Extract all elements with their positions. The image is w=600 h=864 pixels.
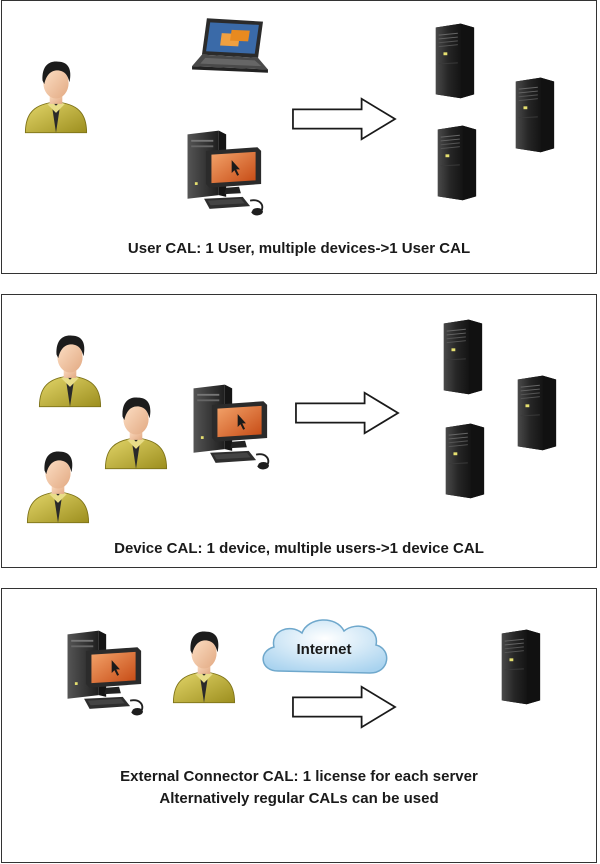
external-connector-cal-panel: Internet External Connector CAL: 1 licen… bbox=[1, 588, 597, 863]
cloud-icon: Internet bbox=[262, 619, 388, 674]
desktop-computer-icon bbox=[62, 623, 154, 723]
user-icon bbox=[100, 389, 172, 471]
external-connector-caption-line-2: Alternatively regular CALs can be used bbox=[159, 790, 439, 807]
server-icon bbox=[512, 73, 556, 155]
user-icon bbox=[168, 623, 240, 705]
desktop-computer-icon bbox=[188, 377, 280, 477]
user-icon bbox=[22, 443, 94, 525]
cloud-label: Internet bbox=[296, 641, 351, 658]
server-icon bbox=[514, 371, 558, 453]
right-arrow-icon bbox=[287, 391, 407, 435]
user-icon bbox=[20, 53, 92, 135]
right-arrow-icon bbox=[284, 685, 404, 729]
user-cal-panel: User CAL: 1 User, multiple devices->1 Us… bbox=[1, 0, 597, 274]
server-icon bbox=[432, 19, 476, 101]
desktop-computer-icon bbox=[182, 123, 274, 223]
device-cal-caption: Device CAL: 1 device, multiple users->1 … bbox=[114, 540, 484, 557]
right-arrow-icon bbox=[284, 97, 404, 141]
user-icon bbox=[34, 327, 106, 409]
server-icon bbox=[442, 419, 486, 501]
user-cal-caption: User CAL: 1 User, multiple devices->1 Us… bbox=[127, 240, 471, 257]
server-icon bbox=[498, 625, 542, 707]
external-connector-caption-line-1: External Connector CAL: 1 license for ea… bbox=[120, 768, 478, 785]
server-icon bbox=[434, 121, 478, 203]
laptop-icon bbox=[186, 15, 274, 81]
device-cal-panel: Device CAL: 1 device, multiple users->1 … bbox=[1, 294, 597, 568]
server-icon bbox=[440, 315, 484, 397]
